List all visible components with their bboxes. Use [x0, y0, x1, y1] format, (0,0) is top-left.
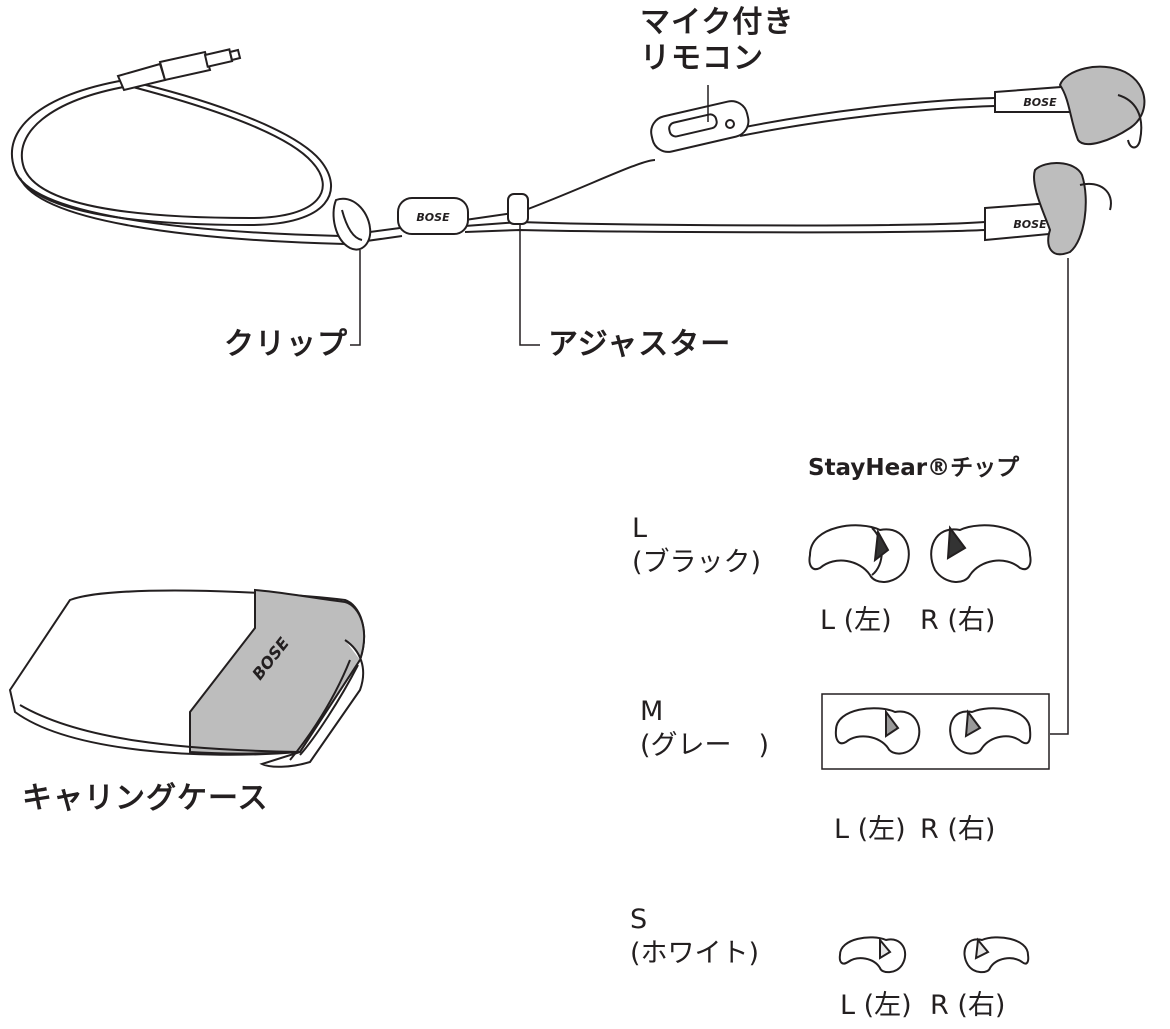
tip-s-left-caption: L (左) [840, 990, 912, 1021]
tip-l-left [808, 524, 910, 583]
remote-part [650, 100, 750, 153]
earphone-cable [10, 79, 996, 246]
tips-title: StayHear®チップ [808, 455, 1020, 481]
tip-l-left-caption: L (左) [820, 605, 892, 636]
tip-size-l: L (ブラック) [632, 512, 761, 580]
audio-plug [116, 48, 242, 92]
tip-size-m: M (グレー ) [640, 695, 769, 763]
tip-size-letter: L [632, 513, 648, 544]
tip-size-color: (ホワイト) [630, 937, 760, 969]
mic-remote-label-line2: リモコン [640, 41, 764, 76]
tip-size-letter: M [640, 696, 664, 727]
mic-remote-label-line1: マイク付き [640, 5, 795, 40]
tip-l-right [930, 524, 1032, 583]
leader-lines [350, 85, 1069, 735]
earbud-logo: BOSE [1023, 96, 1057, 109]
tip-size-color: (グレー ) [640, 729, 770, 761]
tip-s-right-caption: R (右) [930, 990, 1006, 1021]
m-tips-box [821, 693, 1050, 770]
adjuster-part [507, 193, 529, 225]
carrying-case-label: キャリングケース [22, 781, 269, 816]
tip-m-left [834, 707, 921, 755]
earbud-logo: BOSE [1013, 218, 1047, 231]
tip-size-letter: S [630, 904, 648, 935]
splitter-logo: BOSE [416, 211, 450, 224]
tip-s-left [838, 936, 907, 974]
carrying-case: BOSE [8, 588, 365, 768]
tip-m-left-caption: L (左) [834, 814, 906, 845]
adjuster-label: アジャスター [548, 327, 732, 362]
earbud-left: BOSE [984, 162, 1112, 256]
tip-size-color: (ブラック) [632, 546, 762, 578]
y-splitter: BOSE [397, 197, 469, 235]
tip-l-right-caption: R (右) [920, 605, 996, 636]
earbud-right: BOSE [994, 65, 1146, 149]
tip-m-right [949, 707, 1032, 755]
tip-s-right [963, 936, 1030, 974]
clip-part [332, 197, 372, 251]
tip-size-s: S (ホワイト) [630, 903, 759, 971]
tip-m-right-caption: R (右) [920, 814, 996, 845]
clip-label: クリップ [224, 327, 348, 362]
